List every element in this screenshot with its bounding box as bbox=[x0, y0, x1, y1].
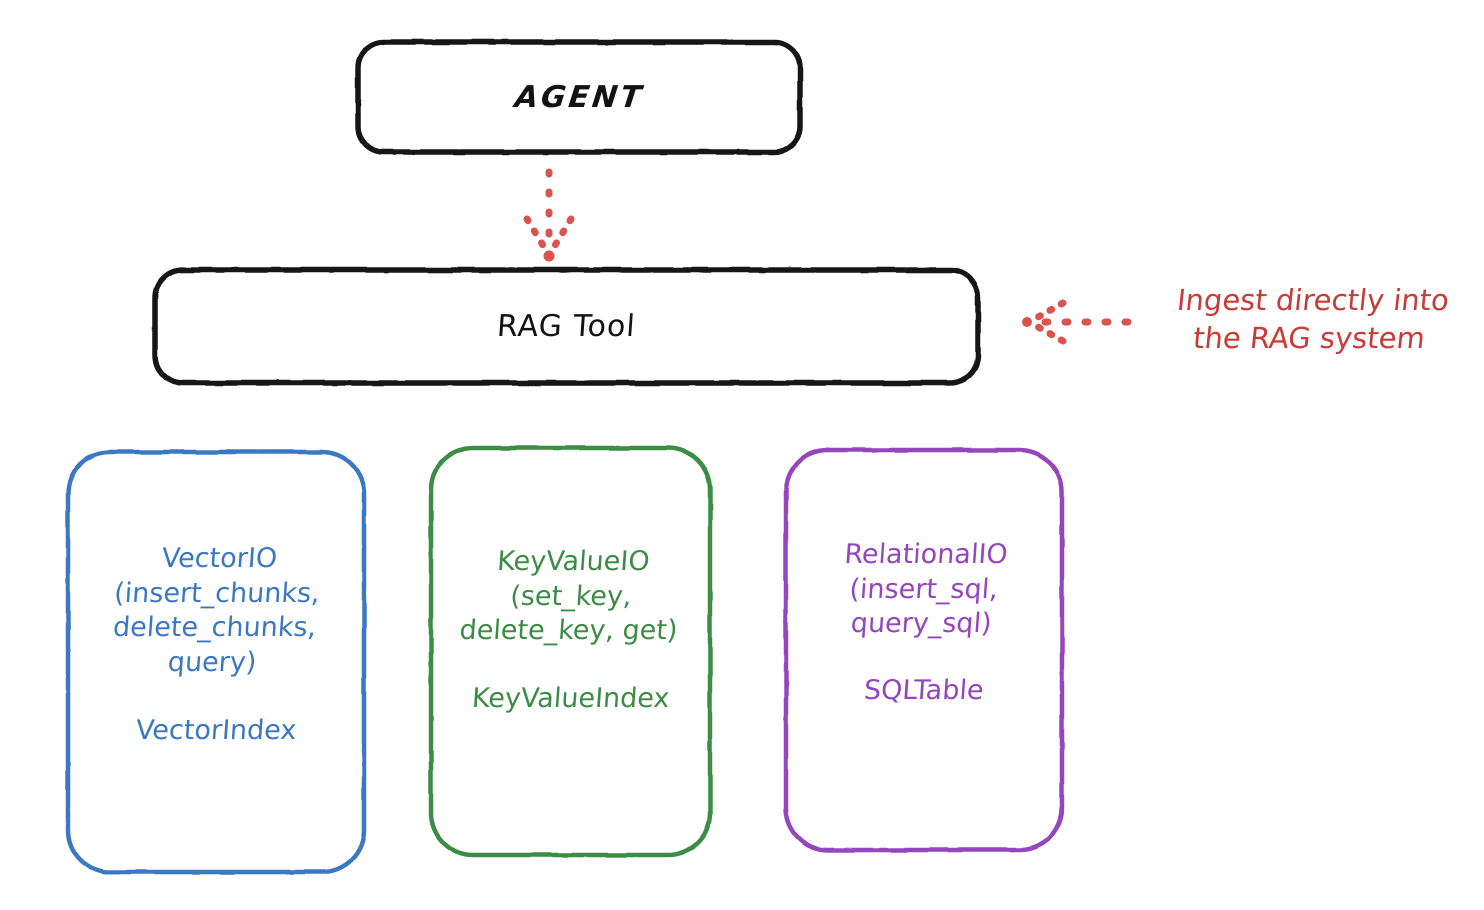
rag-tool-box-outline bbox=[152, 267, 981, 386]
vectorio-box-outline bbox=[65, 449, 367, 875]
relationalio-api-label: RelationalIO (insert_sql, query_sql) bbox=[843, 538, 1010, 639]
keyvalueio-box-outline bbox=[428, 445, 713, 858]
keyvalueio-index-label: KeyValueIndex bbox=[470, 682, 671, 714]
relationalio-box[interactable]: RelationalIO (insert_sql, query_sql) SQL… bbox=[784, 448, 1064, 852]
rag-tool-label: RAG Tool bbox=[495, 309, 638, 344]
keyvalueio-box[interactable]: KeyValueIO (set_key, delete_key, get) Ke… bbox=[429, 446, 712, 857]
vectorio-box[interactable]: VectorIO (insert_chunks, delete_chunks, … bbox=[66, 450, 366, 874]
keyvalueio-api-label: KeyValueIO (set_key, delete_key, get) bbox=[458, 546, 679, 647]
agent-box-outline bbox=[355, 39, 803, 155]
connector-ingest-to-rag-tool bbox=[1022, 299, 1132, 345]
connector-agent-to-rag-tool bbox=[523, 168, 575, 262]
rag-tool-box[interactable]: RAG Tool bbox=[153, 268, 980, 385]
ingest-annotation-label: Ingest directly into the RAG system bbox=[1175, 283, 1451, 355]
vectorio-index-label: VectorIndex bbox=[134, 714, 298, 746]
keyvalueio-text-stack: KeyValueIO (set_key, delete_key, get) Ke… bbox=[458, 545, 680, 714]
relationalio-box-outline bbox=[783, 447, 1065, 853]
relationalio-index-label: SQLTable bbox=[863, 675, 985, 707]
agent-label: AGENT bbox=[512, 79, 646, 115]
agent-box[interactable]: AGENT bbox=[356, 40, 802, 154]
relationalio-text-stack: RelationalIO (insert_sql, query_sql) SQL… bbox=[842, 538, 1009, 707]
vectorio-text-stack: VectorIO (insert_chunks, delete_chunks, … bbox=[112, 542, 321, 746]
vectorio-api-label: VectorIO (insert_chunks, delete_chunks, … bbox=[112, 543, 322, 679]
